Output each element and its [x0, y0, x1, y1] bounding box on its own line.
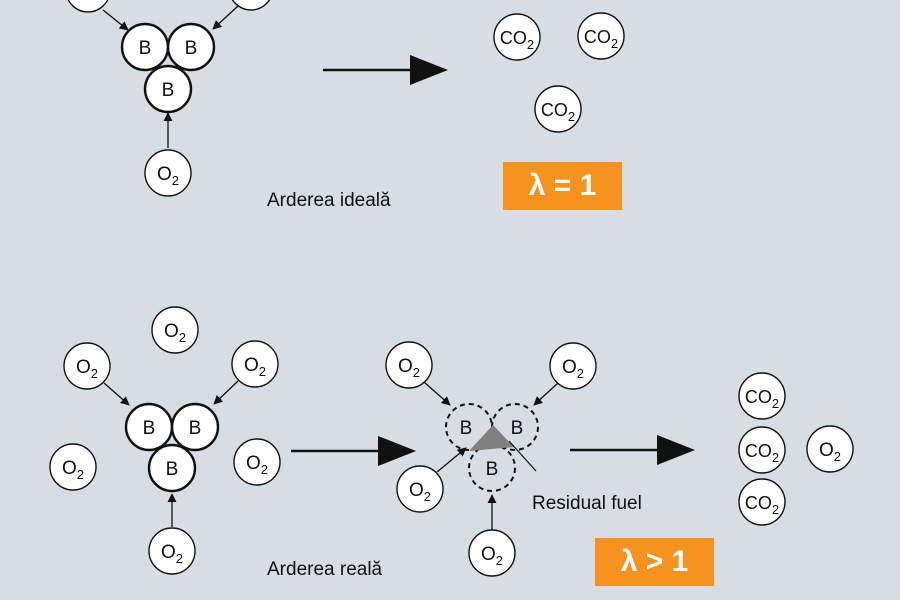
- oxygen-molecule: O2: [396, 465, 444, 513]
- svg-text:CO2: CO2: [541, 100, 575, 124]
- svg-text:CO2: CO2: [745, 441, 779, 465]
- oxygen-molecule-partial: [231, 0, 271, 11]
- svg-text:O2: O2: [246, 453, 268, 477]
- oxygen-molecule: O2: [806, 425, 854, 473]
- real-reaction-arrow-2: [570, 435, 695, 465]
- svg-text:CO2: CO2: [745, 493, 779, 517]
- fuel-label: B: [162, 80, 175, 101]
- oxygen-molecule: O2: [231, 340, 279, 388]
- fuel-molecule-dashed: [491, 403, 539, 451]
- svg-text:CO2: CO2: [745, 387, 779, 411]
- svg-text:O2: O2: [164, 321, 186, 345]
- mid-input-arrow-lower-left: [436, 447, 467, 473]
- co2-molecule: CO2: [534, 85, 582, 133]
- co2-molecule: CO2: [738, 478, 786, 526]
- svg-text:O2: O2: [161, 542, 183, 566]
- ideal-input-arrow-left: [102, 9, 129, 31]
- fuel-molecule: [143, 64, 193, 114]
- oxygen-molecule: O2: [468, 529, 516, 577]
- fuel-label: B: [143, 418, 156, 439]
- fuel-label: B: [460, 418, 473, 439]
- mid-input-arrow-right: [533, 382, 559, 406]
- oxygen-molecule: O2: [385, 341, 433, 389]
- svg-text:O2: O2: [398, 356, 420, 380]
- real-input-arrow-right: [213, 380, 239, 405]
- svg-text:O2: O2: [244, 355, 266, 379]
- svg-text:CO2: CO2: [500, 28, 534, 52]
- oxygen-molecule-partial: [67, 0, 109, 13]
- svg-text:O2: O2: [481, 544, 503, 568]
- fuel-label: B: [139, 38, 152, 59]
- svg-text:O2: O2: [409, 480, 431, 504]
- svg-text:CO2: CO2: [584, 27, 618, 51]
- real-input-arrow-left: [103, 382, 130, 406]
- co2-molecule: CO2: [738, 426, 786, 474]
- oxygen-molecule: O2: [144, 149, 192, 197]
- residual-fuel-pointer: [508, 440, 537, 472]
- ideal-combustion-caption: Arderea ideală: [267, 190, 391, 211]
- real-reaction-arrow-1: [291, 436, 416, 466]
- mid-input-arrow-left: [423, 381, 451, 406]
- co2-molecule: CO2: [493, 13, 541, 61]
- co2-molecule: CO2: [577, 12, 625, 60]
- lambda-ideal-badge: λ = 1: [503, 162, 622, 210]
- fuel-label: B: [486, 459, 499, 480]
- ideal-input-arrow-right: [212, 5, 239, 30]
- oxygen-molecule: O2: [549, 342, 597, 390]
- oxygen-molecule: O2: [49, 443, 97, 491]
- real-combustion-caption: Arderea reală: [267, 559, 383, 580]
- residual-fuel-marker: [469, 425, 514, 451]
- oxygen-molecule: O2: [233, 438, 281, 486]
- ideal-reaction-arrow: [323, 55, 448, 85]
- fuel-label: B: [166, 459, 179, 480]
- fuel-label: B: [511, 418, 524, 439]
- residual-fuel-caption: Residual fuel: [532, 493, 642, 514]
- fuel-label: B: [185, 38, 198, 59]
- fuel-molecule: [170, 402, 220, 452]
- real-fuel-cluster: B B B: [124, 402, 220, 493]
- ideal-fuel-cluster: B B B: [120, 22, 216, 114]
- svg-text:O2: O2: [819, 440, 841, 464]
- oxygen-molecule: O2: [63, 342, 111, 390]
- svg-text:O2: O2: [157, 164, 179, 188]
- oxygen-molecule: O2: [148, 527, 196, 575]
- lambda-real-badge: λ > 1: [595, 538, 714, 586]
- co2-molecule: CO2: [738, 372, 786, 420]
- svg-text:O2: O2: [562, 357, 584, 381]
- fuel-molecule-dashed: [468, 444, 516, 492]
- fuel-label: B: [189, 418, 202, 439]
- svg-text:O2: O2: [76, 357, 98, 381]
- reacting-fuel-cluster: B B B: [445, 403, 539, 492]
- fuel-molecule: [147, 443, 197, 493]
- svg-text:O2: O2: [62, 458, 84, 482]
- oxygen-molecule: O2: [151, 306, 199, 354]
- fuel-molecule: [166, 22, 216, 72]
